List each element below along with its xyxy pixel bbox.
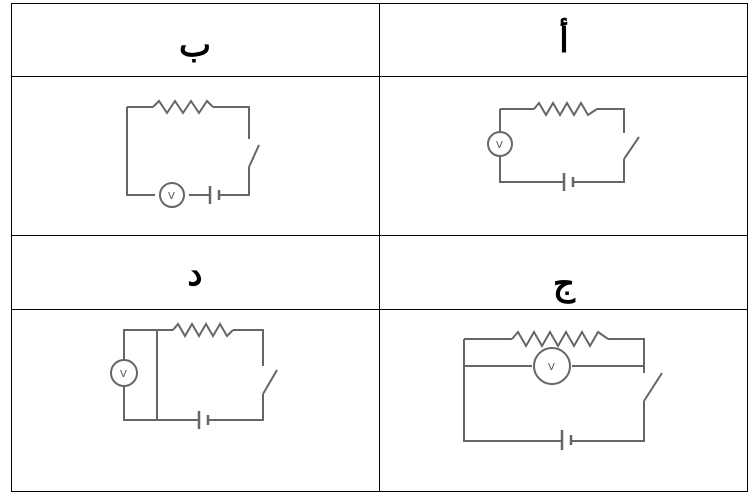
circuit-b-voltmeter-symbol: V xyxy=(168,191,175,202)
circuit-c-voltmeter xyxy=(533,347,571,385)
label-d: د xyxy=(187,254,203,294)
circuit-a-wire xyxy=(499,108,625,183)
circuit-d-switch xyxy=(262,369,278,395)
circuit-c-wire xyxy=(463,338,645,442)
table-divider-row1 xyxy=(11,76,748,77)
circuit-diagram-b: V xyxy=(126,99,260,208)
circuits-table: ب أ د ج V V V xyxy=(11,3,748,492)
label-c: ج xyxy=(553,264,575,304)
circuit-diagram-c: V xyxy=(463,329,663,450)
circuit-d-wire xyxy=(123,329,264,421)
circuit-a-voltmeter-symbol: V xyxy=(496,140,503,151)
table-border-left xyxy=(11,3,12,492)
circuit-b-wire xyxy=(126,106,250,196)
circuit-c-switch xyxy=(643,372,663,402)
circuit-b-switch xyxy=(248,144,260,168)
circuit-d-resistor xyxy=(172,322,234,338)
circuit-c-resistor xyxy=(511,329,609,349)
cell-label-d: د xyxy=(11,236,379,309)
circuit-b-resistor xyxy=(152,99,214,115)
label-a: أ xyxy=(559,21,569,61)
circuit-c-voltmeter-symbol: V xyxy=(548,362,555,373)
table-divider-row3 xyxy=(11,309,748,310)
circuit-diagram-d: V xyxy=(110,322,278,429)
circuit-d-voltmeter-symbol: V xyxy=(120,369,127,380)
table-divider-vertical xyxy=(379,3,380,492)
circuit-a-resistor xyxy=(533,101,598,117)
cell-label-b: ب xyxy=(11,3,379,76)
cell-label-c: ج xyxy=(380,236,748,309)
circuit-d-voltmeter xyxy=(110,359,138,387)
circuit-a-voltmeter xyxy=(487,131,513,157)
circuit-a-switch xyxy=(623,136,640,160)
cell-label-a: أ xyxy=(380,3,748,76)
table-divider-row2 xyxy=(11,235,748,236)
table-border-right xyxy=(747,3,748,492)
circuit-b-voltmeter xyxy=(159,182,185,208)
circuit-diagram-a: V xyxy=(487,101,640,191)
label-b: ب xyxy=(178,25,211,65)
